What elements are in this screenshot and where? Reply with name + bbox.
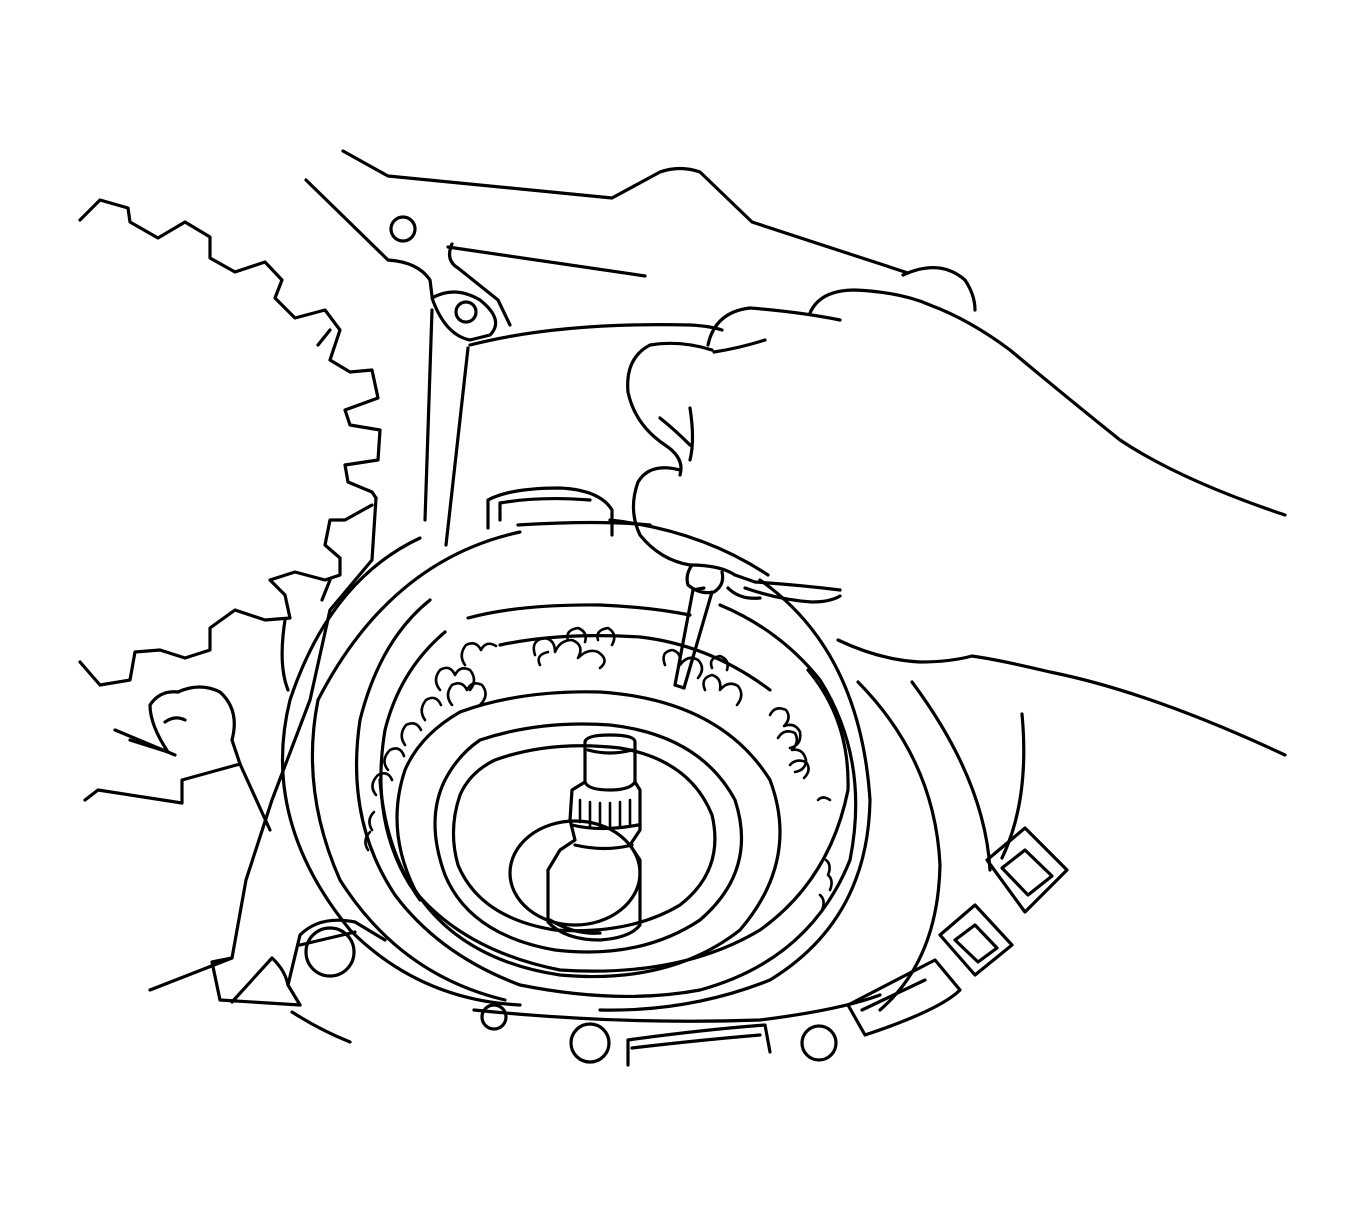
bolt-hole-icon — [454, 300, 478, 324]
bolt-hole-icon — [800, 1024, 838, 1062]
transmission-case — [148, 149, 1069, 1067]
bolt-hole-icon — [569, 1022, 611, 1064]
bolt-hole-icon — [389, 215, 417, 243]
clutch-housing — [280, 486, 872, 1012]
hand-icon — [83, 685, 272, 832]
bolt-hole-icon — [304, 926, 356, 978]
bolt-hole-icon — [480, 1003, 508, 1031]
shaft-icon — [546, 733, 642, 942]
screwdriver-icon — [673, 563, 725, 690]
gear-icon — [78, 198, 382, 692]
hand-icon — [626, 288, 1287, 757]
